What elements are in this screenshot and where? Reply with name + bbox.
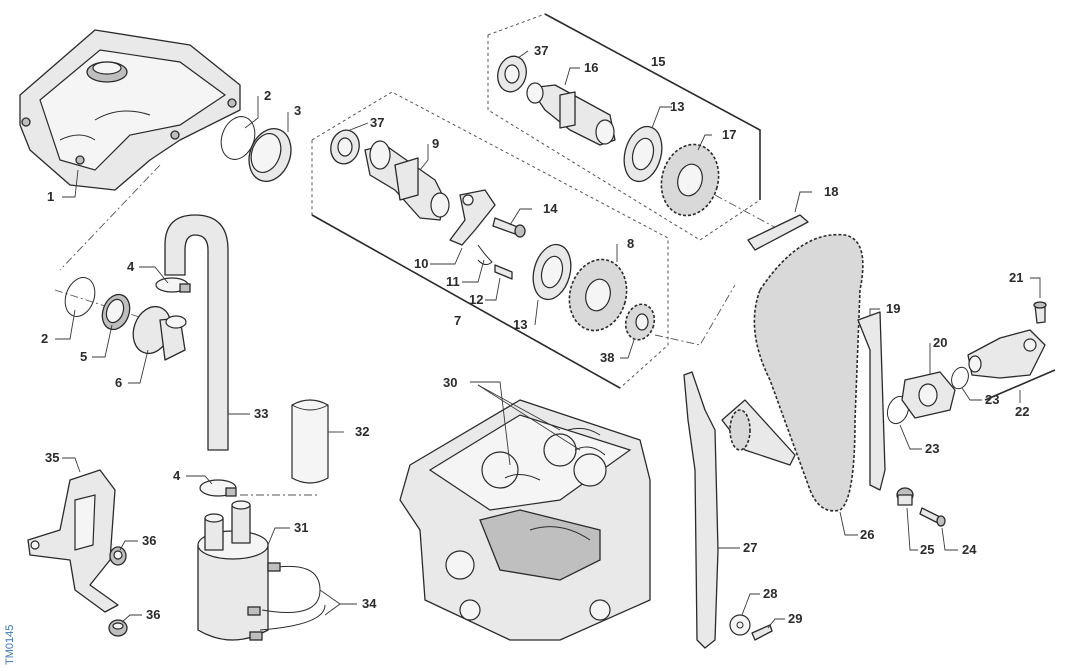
camshaft-part-16 — [526, 82, 616, 146]
chain-guide-part-18 — [747, 214, 809, 251]
hose-clamp-part-4-lower — [199, 479, 237, 497]
valve-cover-part-1 — [19, 29, 241, 191]
cylinder-head-part-30 — [399, 399, 651, 641]
callout-25: 25 — [920, 542, 934, 557]
callout-3: 3 — [294, 103, 301, 118]
group-15-outline — [487, 13, 761, 241]
washer-part-28 — [729, 614, 751, 636]
callout-7: 7 — [454, 313, 461, 328]
callout-36-lower: 36 — [146, 607, 160, 622]
callout-14: 14 — [543, 201, 558, 216]
screw-part-29 — [751, 624, 773, 641]
callout-19: 19 — [886, 301, 900, 316]
chain-guide-part-27 — [683, 371, 719, 649]
group-7-outline — [311, 91, 669, 389]
callout-22: 22 — [1015, 404, 1029, 419]
chain-tensioner-guide-part-19 — [857, 311, 886, 491]
gasket-part-20 — [901, 371, 956, 419]
callout-10: 10 — [414, 256, 428, 271]
callout-38: 38 — [600, 350, 614, 365]
sleeve-part-32 — [291, 399, 329, 484]
sprocket-part-8 — [568, 258, 628, 332]
seal-part-5 — [101, 293, 131, 331]
leader-lines — [55, 50, 1041, 629]
grommet-part-36-lower — [108, 619, 128, 637]
bolt-part-14 — [492, 217, 526, 238]
bearing-part-37-lower — [330, 129, 360, 165]
callout-4-lower: 4 — [173, 468, 181, 483]
callout-4-upper: 4 — [127, 259, 135, 274]
callout-17: 17 — [722, 127, 736, 142]
callout-34: 34 — [362, 596, 377, 611]
callout-5: 5 — [80, 349, 87, 364]
callout-28: 28 — [763, 586, 777, 601]
callout-15: 15 — [651, 54, 665, 69]
breather-fitting-part-6 — [132, 305, 187, 361]
sprocket-part-17 — [660, 143, 720, 217]
bearing-part-13-upper — [623, 125, 663, 183]
callout-36-upper: 36 — [142, 533, 156, 548]
callout-11: 11 — [446, 274, 460, 289]
callout-30: 30 — [443, 375, 457, 390]
pin-part-12 — [494, 264, 513, 280]
bracket-part-35 — [27, 469, 119, 613]
callout-23-upper: 23 — [985, 392, 999, 407]
callout-18: 18 — [824, 184, 838, 199]
bearing-part-13-lower — [532, 243, 572, 301]
callout-2-upper: 2 — [264, 88, 271, 103]
plug-part-3 — [248, 128, 292, 182]
callout-24: 24 — [962, 542, 977, 557]
callout-32: 32 — [355, 424, 369, 439]
callout-20: 20 — [933, 335, 947, 350]
breather-hose-part-33 — [164, 214, 229, 451]
callout-13-lower: 13 — [513, 317, 527, 332]
callout-37-upper: 37 — [534, 43, 548, 58]
bearing-part-37-upper — [497, 55, 527, 93]
callout-6: 6 — [115, 375, 122, 390]
drawing-code: TM0145 — [4, 625, 16, 665]
spring-part-11 — [477, 244, 493, 266]
callout-37-lower: 37 — [370, 115, 384, 130]
callout-21: 21 — [1009, 270, 1023, 285]
callout-2-lower: 2 — [41, 331, 48, 346]
o-ring-part-2-lower — [64, 277, 96, 317]
screw-part-24 — [919, 507, 946, 527]
callout-8: 8 — [627, 236, 634, 251]
chain-tensioner-part-22 — [967, 329, 1056, 401]
callout-23-lower: 23 — [925, 441, 939, 456]
callout-26: 26 — [860, 527, 874, 542]
decompressor-part-10 — [449, 189, 496, 246]
o-ring-part-23-upper — [951, 366, 969, 390]
callout-9: 9 — [432, 136, 439, 151]
breather-canister-part-31 — [197, 500, 269, 641]
screw-part-21 — [1033, 301, 1047, 324]
callout-35: 35 — [45, 450, 59, 465]
camshaft-part-9 — [364, 140, 450, 221]
gear-part-38 — [624, 303, 656, 341]
callout-31: 31 — [294, 520, 308, 535]
grommet-part-36-upper — [109, 546, 127, 566]
callout-13-upper: 13 — [670, 99, 684, 114]
callout-27: 27 — [743, 540, 757, 555]
timing-chain-part-26 — [753, 233, 864, 512]
callout-numbers: 1 2 3 4 2 5 6 37 9 14 10 11 12 7 13 8 38… — [41, 43, 1029, 626]
callout-29: 29 — [788, 611, 802, 626]
callout-33: 33 — [254, 406, 268, 421]
hose-clamp-part-4-upper — [155, 277, 191, 293]
callout-1: 1 — [47, 189, 54, 204]
callout-12: 12 — [469, 292, 483, 307]
crankshaft-end — [721, 399, 796, 466]
bushing-part-25 — [896, 487, 914, 506]
callout-16: 16 — [584, 60, 598, 75]
